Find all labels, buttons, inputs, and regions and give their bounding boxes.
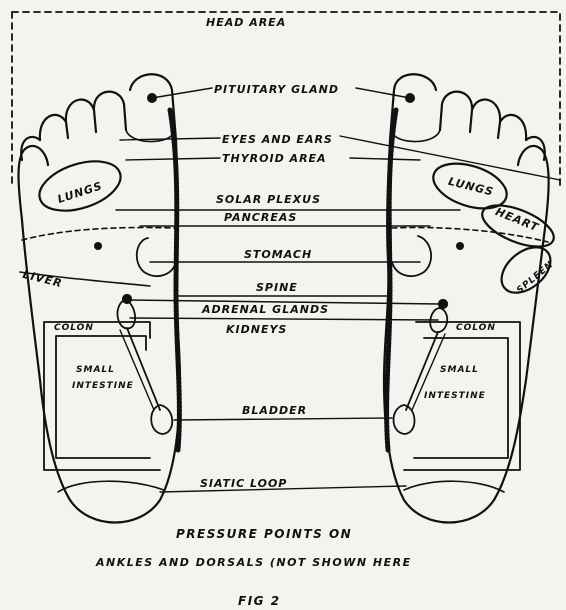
label-siatic: SIATIC LOOP (200, 477, 287, 490)
left-spine-edge (170, 110, 179, 450)
label-spleen: SPLEEN (515, 260, 556, 296)
right-solar-dot (456, 242, 464, 250)
left-diaphragm-line (22, 228, 176, 241)
caption-fig: FIG 2 (238, 594, 281, 608)
leader-pituitary-right (356, 88, 410, 98)
label-pancreas: PANCREAS (224, 211, 297, 224)
label-intestine-right: INTESTINE (424, 391, 486, 401)
right-foot-toe-3 (470, 100, 500, 132)
right-heel-line (404, 481, 504, 492)
label-solar: SOLAR PLEXUS (216, 193, 321, 206)
label-small-right: SMALL (440, 365, 479, 375)
left-foot-toe-3 (66, 100, 96, 132)
left-solar-dot (94, 242, 102, 250)
left-colon-loop (44, 322, 160, 470)
left-heel-line (58, 481, 164, 492)
label-colon-right: COLON (456, 323, 496, 333)
caption-line-2: ANKLES AND DORSALS (NOT SHOWN HERE (95, 556, 412, 569)
right-foot-toe-2 (498, 115, 526, 140)
label-adrenal: ADRENAL GLANDS (201, 303, 329, 316)
left-bladder (151, 405, 172, 434)
label-spine: SPINE (256, 281, 298, 294)
right-foot-toe-4 (440, 92, 472, 130)
leader-thyroid-right (350, 158, 420, 160)
label-small-left: SMALL (76, 365, 115, 375)
label-colon-left: COLON (54, 323, 94, 333)
left-ureter (127, 328, 160, 410)
leader-bladder (174, 418, 392, 420)
left-kidney (117, 300, 135, 328)
label-head-area: HEAD AREA (206, 16, 286, 29)
right-spine-edge (387, 110, 396, 450)
label-intestine-left: INTESTINE (72, 381, 134, 391)
label-thyroid: THYROID AREA (222, 152, 327, 165)
right-adrenal-point (439, 300, 447, 308)
left-stomach-shape (137, 238, 176, 276)
left-ureter-2 (120, 330, 154, 410)
label-lungs-right: LUNGS (447, 175, 495, 199)
right-stomach-shape (392, 236, 431, 276)
leader-thyroid-left (126, 158, 220, 160)
left-foot-toe-2 (40, 115, 68, 140)
label-stomach: STOMACH (244, 248, 312, 261)
label-eyes-ears: EYES AND EARS (222, 133, 333, 146)
left-foot-toe-4 (94, 92, 126, 130)
right-big-toe-base (392, 130, 440, 142)
caption-line-1: PRESSURE POINTS ON (176, 527, 352, 541)
left-pituitary-dot (147, 93, 157, 103)
label-kidneys: KIDNEYS (226, 323, 287, 336)
right-pituitary-dot (405, 93, 415, 103)
left-adrenal-point (123, 295, 131, 303)
leader-pituitary-left (152, 88, 212, 98)
label-pituitary: PITUITARY GLAND (214, 83, 339, 96)
label-bladder: BLADDER (242, 404, 307, 417)
right-bladder (394, 405, 415, 434)
